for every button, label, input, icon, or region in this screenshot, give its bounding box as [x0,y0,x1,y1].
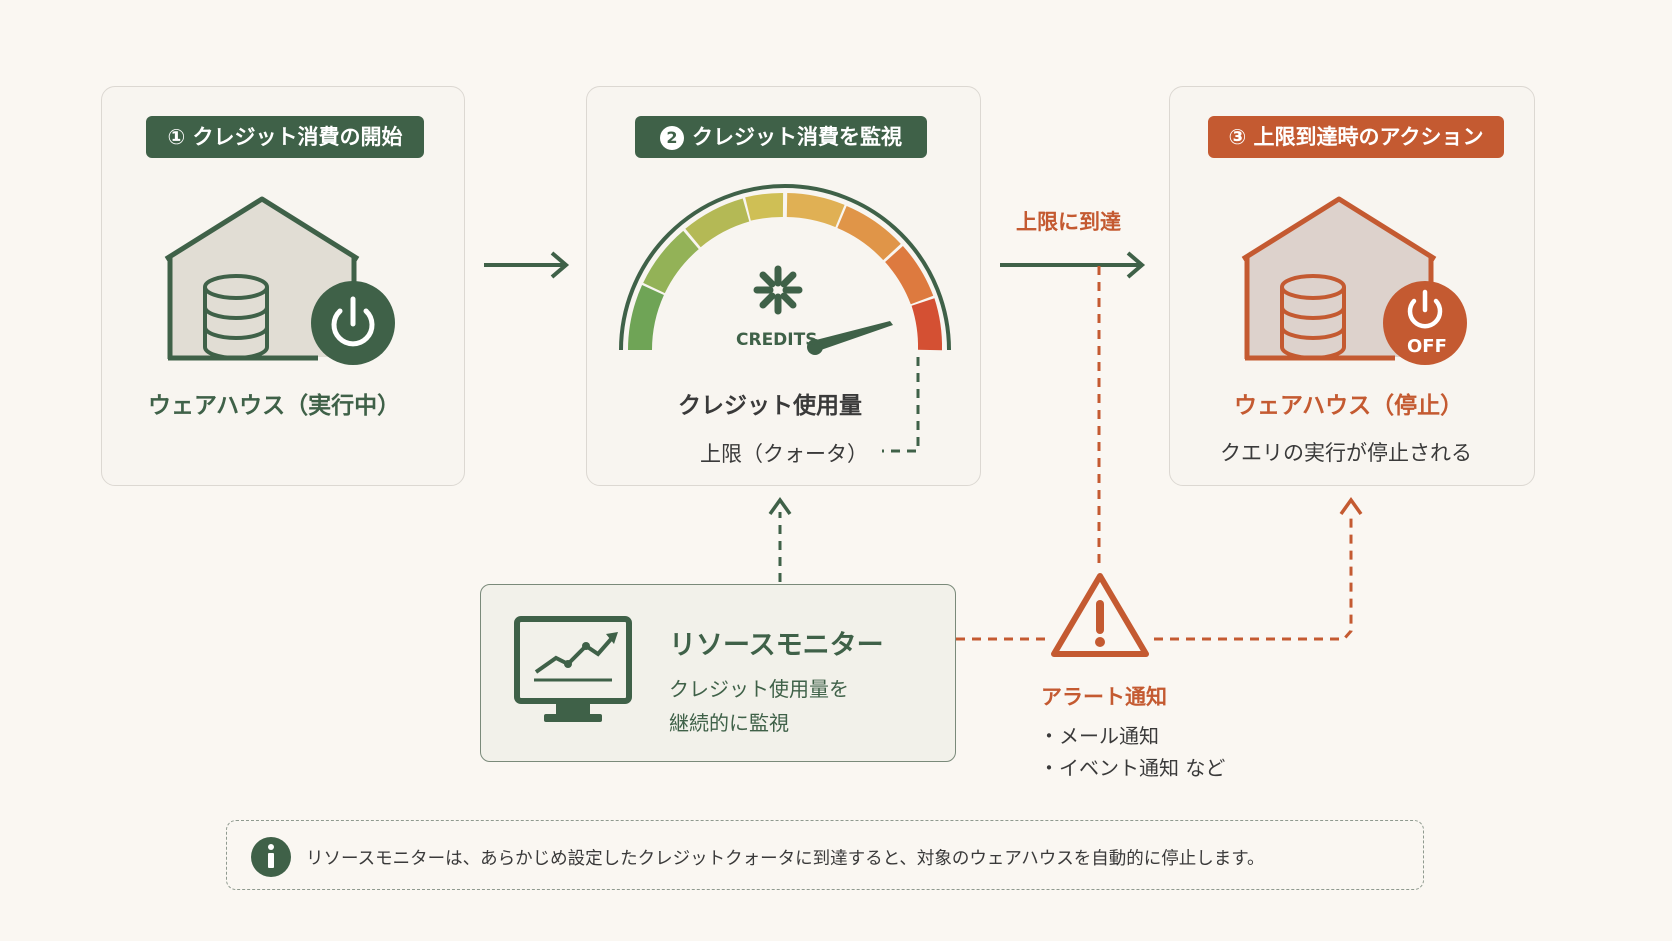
arrow-right-1 [484,251,570,279]
alert-title: アラート通知 [1041,685,1167,709]
step3-label: ウェアハウス（停止） [1234,393,1464,419]
step2-title: クレジット消費を監視 [692,125,902,149]
step3-title: ③ 上限到達時のアクション [1208,116,1504,158]
limit-label: 上限（クォータ） [700,442,868,466]
monitor-title: リソースモニター [669,630,884,661]
info-note-box [226,820,1424,890]
step2-number-badge: 2 [660,126,684,150]
alert-item-event: ・イベント通知 など [1039,756,1226,780]
database-icon-off [1280,274,1346,360]
warning-icon [1051,573,1149,657]
monitor-line2: 継続的に監視 [669,711,789,735]
snowflake-icon [753,265,803,315]
power-off-icon [1383,281,1467,365]
gauge-credits-text: CREDITS [736,330,818,350]
step3-description: クエリの実行が停止される [1220,441,1472,465]
monitor-line1: クレジット使用量を [669,677,849,701]
limit-dashed-connector [882,357,920,453]
info-icon [251,837,291,877]
warehouse-off-icon [1241,196,1467,365]
arrow-label-limit-reached: 上限に到達 [1016,210,1121,234]
info-note-text: リソースモニターは、あらかじめ設定したクレジットクォータに到達すると、対象のウェ… [306,849,1265,869]
database-icon [203,274,269,360]
step1-title: ① クレジット消費の開始 [146,116,424,158]
monitor-chart-icon [514,616,632,722]
alert-item-email: ・メール通知 [1039,724,1159,748]
warehouse-icon [164,196,395,365]
arrow-right-2 [1000,251,1146,279]
step1-label: ウェアハウス（実行中） [148,393,401,419]
off-text: OFF [1407,336,1447,357]
step2-title-pill: 2 クレジット消費を監視 [635,116,927,158]
step2-label: クレジット使用量 [678,393,862,419]
credit-gauge [619,184,951,355]
